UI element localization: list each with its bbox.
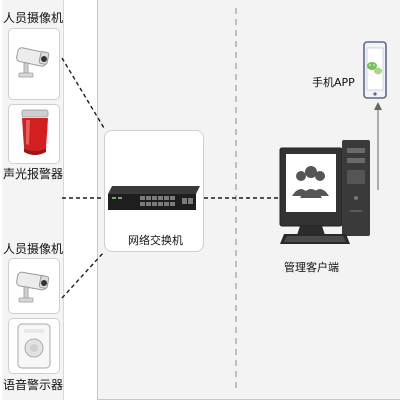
camera-top-icon (16, 47, 50, 78)
users-icon (292, 166, 329, 198)
computer-monitor-icon (279, 147, 343, 238)
phone-app-label: 手机APP (312, 76, 355, 89)
camera-bottom-icon (16, 271, 50, 303)
connection-lines (61, 57, 278, 299)
alarm-siren-icon (21, 109, 49, 155)
smartphone-icon (363, 41, 387, 99)
switch-label: 网络交换机 (128, 234, 183, 247)
camera-top-label: 人员摄像机 (3, 11, 64, 25)
arrow-head (374, 102, 382, 110)
camera-bottom-label: 人员摄像机 (3, 242, 64, 256)
alarm-label: 声光报警器 (3, 167, 64, 181)
line-camera-top-to-switch (61, 57, 105, 129)
arrow-client-to-phone (374, 102, 382, 190)
line-camera-bottom-to-switch (61, 251, 105, 299)
network-switch-icon (108, 186, 200, 210)
computer-tower-icon (342, 140, 370, 236)
management-client-label: 管理客户端 (284, 261, 339, 274)
chat-bubble-icon (367, 62, 382, 75)
speaker-label: 语音警示器 (3, 378, 64, 392)
keyboard-icon (280, 234, 350, 244)
voice-alarm-speaker-icon (17, 323, 51, 369)
